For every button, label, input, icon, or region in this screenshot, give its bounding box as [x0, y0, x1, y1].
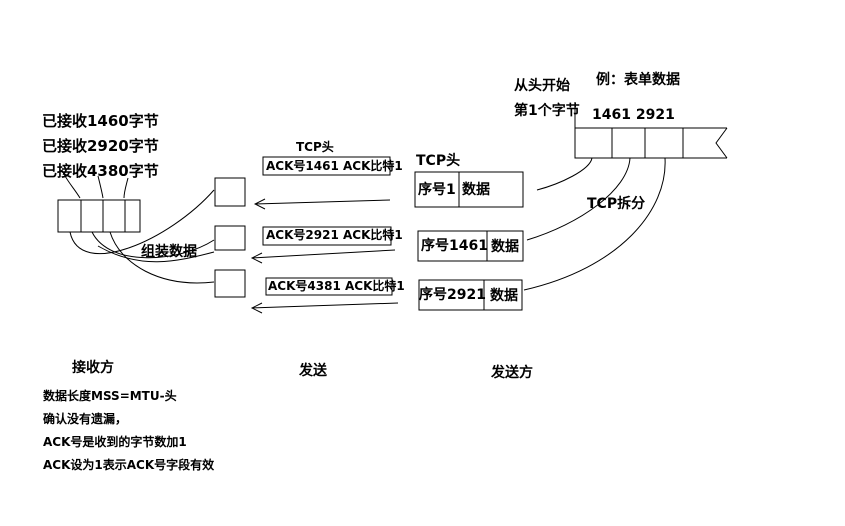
ack-box-1 [262, 156, 391, 176]
ack-text-2: ACK号2921 ACK比特1 [266, 228, 403, 242]
sender-role-label: 发送方 [491, 365, 533, 381]
ack-text-1: ACK号1461 ACK比特1 [266, 159, 403, 173]
tcp-header-label-top: TCP头 [296, 140, 334, 154]
segment-2-seq: 序号1461 [421, 238, 488, 254]
status-pointer-2 [97, 175, 104, 199]
receive-box-3 [214, 269, 246, 298]
receive-box-1 [214, 177, 246, 207]
received-1460-label: 已接收1460字节 [42, 112, 159, 130]
note-mss: 数据长度MSS=MTU-头 [43, 389, 177, 403]
segment-1-seq: 序号1 [418, 182, 456, 198]
segment-2-data: 数据 [491, 239, 519, 255]
receiver-buffer [57, 199, 141, 233]
tcp-header-label-segment: TCP头 [416, 153, 461, 169]
tcp-split-label: TCP拆分 [587, 196, 646, 212]
receive-box-2 [214, 225, 246, 251]
segment-3 [418, 279, 523, 311]
segment-1 [414, 171, 524, 208]
ack-box-3 [265, 277, 393, 296]
received-4380-label: 已接收4380字节 [42, 162, 159, 180]
segment-3-seq: 序号2921 [419, 287, 486, 303]
ack-arrow-3 [250, 302, 399, 314]
note-no-loss: 确认没有遗漏， [43, 412, 128, 426]
form-data-block [574, 127, 727, 159]
assemble-curve-3 [109, 231, 215, 284]
segment-3-data: 数据 [490, 288, 518, 304]
ack-box-2 [262, 226, 392, 246]
segment-1-data: 数据 [462, 182, 490, 198]
assemble-curve-1 [69, 189, 215, 255]
assemble-curve-2 [91, 231, 215, 259]
segment-2 [417, 230, 524, 262]
offsets-label: 1461 2921 [592, 107, 675, 123]
received-2920-label: 已接收2920字节 [42, 137, 159, 155]
split-curve-2 [526, 157, 631, 241]
note-ack-number: ACK号是收到的字节数加1 [43, 435, 187, 449]
receiver-role-label: 接收方 [72, 360, 114, 376]
status-pointer-3 [123, 177, 129, 199]
example-label: 例：表单数据 [596, 72, 680, 88]
split-curve-1 [536, 157, 593, 191]
ack-text-3: ACK号4381 ACK比特1 [268, 279, 405, 293]
note-ack-bit: ACK设为1表示ACK号字段有效 [43, 458, 215, 472]
split-curve-3 [523, 157, 666, 291]
status-pointer-1 [61, 169, 81, 199]
ack-arrow-1 [253, 198, 391, 210]
first-byte-label: 第1个字节 [514, 103, 580, 119]
from-start-label: 从头开始 [514, 78, 570, 94]
form-data-torn-edge [715, 127, 728, 159]
assemble-label: 组装数据 [141, 244, 197, 260]
send-role-label: 发送 [299, 363, 327, 379]
assemble-curve-4 [97, 245, 215, 263]
ack-arrow-2 [250, 249, 396, 264]
